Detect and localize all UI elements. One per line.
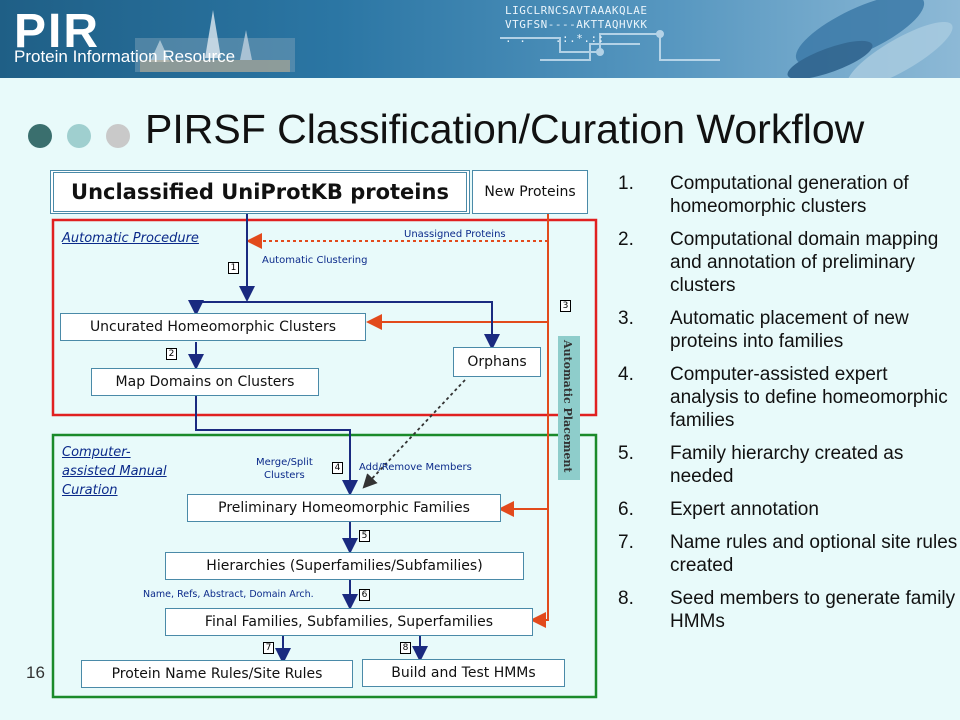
step-number: 3. [618,308,634,329]
step-marker-1: 1 [228,262,239,274]
new-proteins-box: New Proteins [472,170,588,214]
automatic-placement-bar: Automatic Placement [558,336,580,480]
step-text: Expert annotation [670,499,819,520]
manual-section-border [51,433,598,699]
page-number: 16 [26,663,45,682]
list-item: 1. Computational generation of homeomorph… [618,172,958,218]
merge-split-label: Merge/Split Clusters [256,456,313,482]
orphans-box: Orphans [453,347,541,377]
page-title: PIRSF Classification/Curation Workflow [145,106,865,152]
list-item: 8. Seed members to generate family HMMs [618,587,958,633]
step-text: Computational generation of homeomorphic… [670,173,909,217]
pir-logo-subtitle: Protein Information Resource [14,47,236,66]
map-domains-box: Map Domains on Clusters [91,368,319,396]
manual-curation-line3: Curation [62,483,118,498]
step-marker-7: 7 [263,642,274,654]
uncurated-clusters-box: Uncurated Homeomorphic Clusters [60,313,366,341]
step-number: 8. [618,588,634,609]
unassigned-proteins-label: Unassigned Proteins [404,229,506,240]
automatic-section-border [51,218,598,417]
manual-curation-label: Computer- assisted Manual Curation [62,443,167,500]
manual-curation-line1: Computer- [62,445,131,460]
sequence-line-3: . . .:.*.:: [505,32,605,45]
build-hmms-box: Build and Test HMMs [362,659,565,687]
automatic-placement-label: Automatic Placement [561,340,574,473]
unclassified-proteins-inner: Unclassified UniProtKB proteins [53,172,467,212]
sequence-line-2: VTGFSN----AKTTAQHVKK [505,18,648,31]
sequence-line-1: LIGCLRNCSAVTAAAKQLAE [505,4,648,17]
step-number: 1. [618,173,634,194]
hierarchies-box: Hierarchies (Superfamilies/Subfamilies) [165,552,524,580]
list-item: 7. Name rules and optional site rules cre… [618,531,958,577]
preliminary-families-box: Preliminary Homeomorphic Families [187,494,501,522]
title-dot-2 [67,124,91,148]
step-number: 5. [618,443,634,464]
title-dot-1 [28,124,52,148]
merge-split-line1: Merge/Split [256,457,313,468]
step-text: Computational domain mapping and annotat… [670,229,939,296]
step-number: 6. [618,499,634,520]
list-item: 3. Automatic placement of new proteins in… [618,307,958,353]
manual-curation-line2: assisted Manual [62,464,167,479]
step-text: Automatic placement of new proteins into… [670,308,909,352]
step-marker-2: 2 [166,348,177,360]
step-number: 2. [618,229,634,250]
list-item: 6. Expert annotation [618,498,958,521]
list-item: 4. Computer-assisted expert analysis to d… [618,363,958,432]
step-marker-6: 6 [359,589,370,601]
final-families-box: Final Families, Subfamilies, Superfamili… [165,608,533,636]
list-item: 5. Family hierarchy created as needed [618,442,958,488]
workflow-steps-list: 1. Computational generation of homeomorph… [618,172,958,643]
step-marker-4: 4 [332,462,343,474]
step-marker-8: 8 [400,642,411,654]
step-text: Computer-assisted expert analysis to def… [670,364,948,431]
step-text: Family hierarchy created as needed [670,443,904,487]
name-refs-label: Name, Refs, Abstract, Domain Arch. [143,589,314,600]
list-item: 2. Computational domain mapping and annot… [618,228,958,297]
merge-split-line2: Clusters [264,470,305,481]
step-text: Seed members to generate family HMMs [670,588,956,632]
step-text: Name rules and optional site rules creat… [670,532,958,576]
title-dot-3 [106,124,130,148]
automatic-procedure-label: Automatic Procedure [62,231,199,246]
header-banner: PIR Protein Information Resource LIGCLRN… [0,0,960,78]
add-remove-label: Add/Remove Members [359,462,472,473]
name-rules-box: Protein Name Rules/Site Rules [81,660,353,688]
step-number: 7. [618,532,634,553]
pir-logo: PIR [14,5,101,58]
unclassified-proteins-box: Unclassified UniProtKB proteins [50,170,470,214]
step-marker-5: 5 [359,530,370,542]
step-marker-3: 3 [560,300,571,312]
step-number: 4. [618,364,634,385]
helix-graphic [135,0,953,78]
automatic-clustering-label: Automatic Clustering [262,255,368,266]
